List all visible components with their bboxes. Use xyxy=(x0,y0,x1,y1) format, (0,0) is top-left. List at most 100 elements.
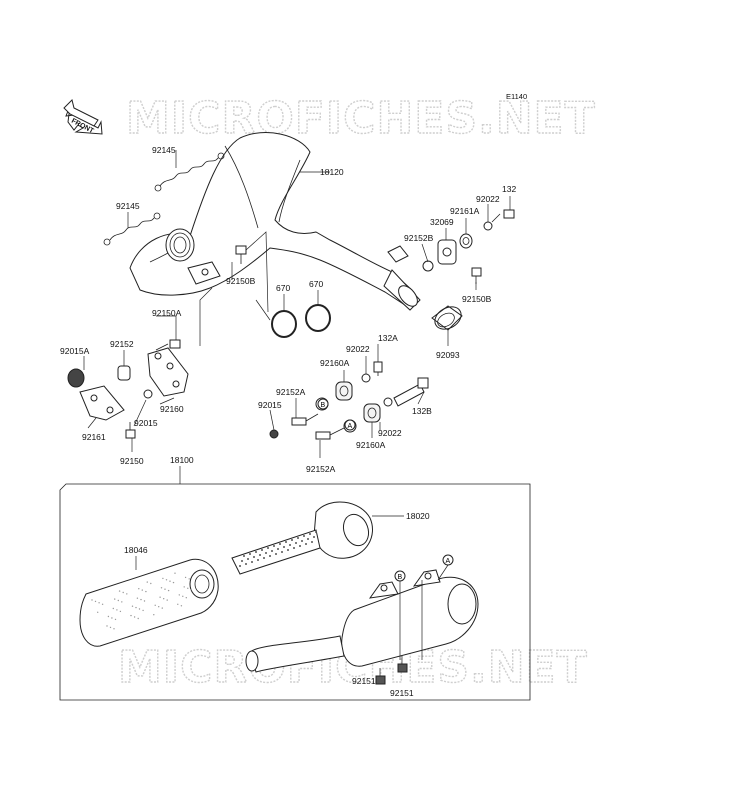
packing-texture-dot xyxy=(185,597,187,599)
perforation-dot xyxy=(281,551,283,553)
label-92152: 92152 xyxy=(110,339,134,349)
packing-texture-dot xyxy=(117,599,120,602)
packing-texture-dot xyxy=(177,603,179,605)
label-92150a: 92150A xyxy=(152,308,182,318)
perforation-dot xyxy=(285,541,287,543)
label-92151-b: 92151 xyxy=(390,688,414,698)
packing-texture-dot xyxy=(138,608,141,610)
perforated-tube-dots xyxy=(239,531,317,567)
label-92152a-top: 92152A xyxy=(276,387,306,397)
packing-texture-dot xyxy=(116,609,118,611)
svg-text:A: A xyxy=(348,423,353,430)
packing-texture-dot xyxy=(165,579,168,581)
packing-texture-dot xyxy=(145,590,147,593)
label-92161a: 92161A xyxy=(450,206,480,216)
perforation-dot xyxy=(311,541,313,543)
perforation-dot xyxy=(313,536,315,538)
packing-texture-dot xyxy=(121,601,123,603)
perforation-dot xyxy=(305,543,307,545)
damper-92015a xyxy=(67,368,85,388)
bracket-92160 xyxy=(147,347,189,397)
label-132: 132 xyxy=(502,184,516,194)
mount-hardware-right xyxy=(422,209,515,284)
muffler-assembly-box xyxy=(59,483,531,701)
perforation-dot xyxy=(273,545,275,547)
packing-texture-dot xyxy=(146,581,148,583)
label-92015a: 92015A xyxy=(60,346,90,356)
perforation-dot xyxy=(283,546,285,548)
perforation-dot xyxy=(265,552,267,554)
perforation-dot xyxy=(253,556,255,558)
packing-texture-dot xyxy=(143,600,146,602)
packing-texture-dot xyxy=(174,572,176,574)
perforation-dot xyxy=(239,565,241,567)
packing-texture-dot xyxy=(138,588,140,590)
packing-18046 xyxy=(79,558,219,647)
packing-texture-dot xyxy=(187,587,189,589)
packing-texture-dot xyxy=(163,598,165,600)
packing-texture-dot xyxy=(109,626,112,629)
svg-text:B: B xyxy=(321,402,326,409)
silencer-body xyxy=(245,569,479,673)
packing-texture-dot xyxy=(136,597,139,599)
label-92151-a: 92151 xyxy=(352,676,376,686)
svg-text:A: A xyxy=(446,558,451,565)
perforation-dot xyxy=(301,540,303,542)
packing-texture-dot xyxy=(98,602,100,604)
packing-texture-dot xyxy=(159,596,161,598)
perforation-dot xyxy=(293,547,295,549)
packing-texture-dot xyxy=(188,578,190,580)
packing-texture-dot xyxy=(114,598,116,600)
packing-texture-dot xyxy=(184,576,187,579)
expansion-chamber xyxy=(129,132,421,311)
perforation-dot xyxy=(287,549,289,551)
packing-texture-dot xyxy=(112,607,115,610)
label-92093: 92093 xyxy=(436,350,460,360)
packing-texture-dot xyxy=(126,593,128,595)
label-18020: 18020 xyxy=(406,511,430,521)
packing-texture-dot xyxy=(106,625,108,627)
collar-92152 xyxy=(117,365,131,381)
packing-texture-dot xyxy=(183,586,185,588)
label-92160a-low: 92160A xyxy=(356,440,386,450)
perforation-dot xyxy=(269,555,271,557)
perforation-dot xyxy=(315,531,317,533)
packing-texture-dot xyxy=(113,628,115,630)
label-92152a-low: 92152A xyxy=(306,464,336,474)
label-92145-upper: 92145 xyxy=(152,145,176,155)
o-ring-670-right xyxy=(305,304,331,332)
spring-92145-upper xyxy=(154,152,225,192)
nut-92015-left xyxy=(143,389,153,399)
perforation-dot xyxy=(279,543,281,545)
perforation-dot xyxy=(307,538,309,540)
packing-texture-dot xyxy=(169,580,171,582)
packing-texture-dot xyxy=(182,595,184,597)
perforation-dot xyxy=(309,533,311,535)
packing-texture-dot xyxy=(131,605,134,607)
packing-texture-dot xyxy=(166,599,168,601)
label-92015-left: 92015 xyxy=(134,418,158,428)
packing-texture-dot xyxy=(118,590,121,592)
perforation-dot xyxy=(249,553,251,555)
perforation-dot xyxy=(271,550,273,552)
label-92152b: 92152B xyxy=(404,233,434,243)
perforation-dot xyxy=(261,549,263,551)
perforation-dot xyxy=(289,544,291,546)
perforation-dot xyxy=(303,535,305,537)
spring-92145-lower xyxy=(103,212,161,246)
screw-92151-a xyxy=(375,675,386,685)
packing-texture-dot xyxy=(180,605,183,607)
packing-texture-dot xyxy=(162,577,164,580)
packing-texture-dot xyxy=(141,589,143,591)
watermark-top: MICROFICHES.NET xyxy=(126,93,596,144)
diagram-code: E1140 xyxy=(506,92,527,101)
packing-texture-dot xyxy=(153,614,155,616)
callout-b-low: B xyxy=(394,570,406,582)
perforation-dot xyxy=(243,555,245,557)
callout-b-mid: B xyxy=(317,398,329,410)
perforation-dot xyxy=(263,557,265,559)
perforation-dot xyxy=(277,548,279,550)
front-arrow-icon xyxy=(63,99,103,135)
packing-texture-dot xyxy=(114,618,117,621)
